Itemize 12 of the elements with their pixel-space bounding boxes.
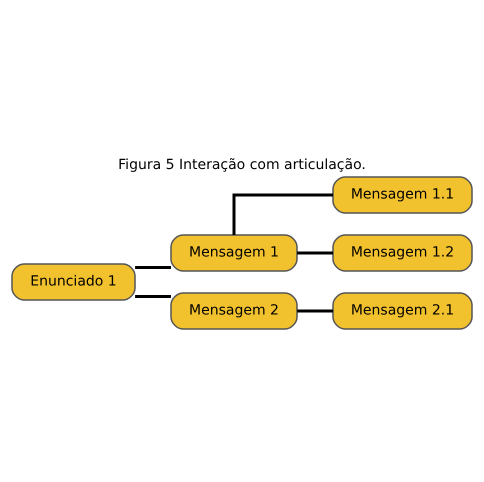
connector xyxy=(297,309,333,312)
node-box: Mensagem 1.1 xyxy=(332,176,473,214)
connector xyxy=(135,294,171,298)
node-box: Mensagem 2.1 xyxy=(332,292,473,330)
node-box: Mensagem 2 xyxy=(170,292,298,330)
connector xyxy=(232,193,333,234)
connector xyxy=(297,251,333,254)
connector xyxy=(135,266,171,268)
node-box: Mensagem 1 xyxy=(170,234,298,272)
node-box: Mensagem 1.2 xyxy=(332,234,473,272)
diagram-title: Figura 5 Interação com articulação. xyxy=(118,156,366,173)
node-box: Enunciado 1 xyxy=(11,262,136,300)
